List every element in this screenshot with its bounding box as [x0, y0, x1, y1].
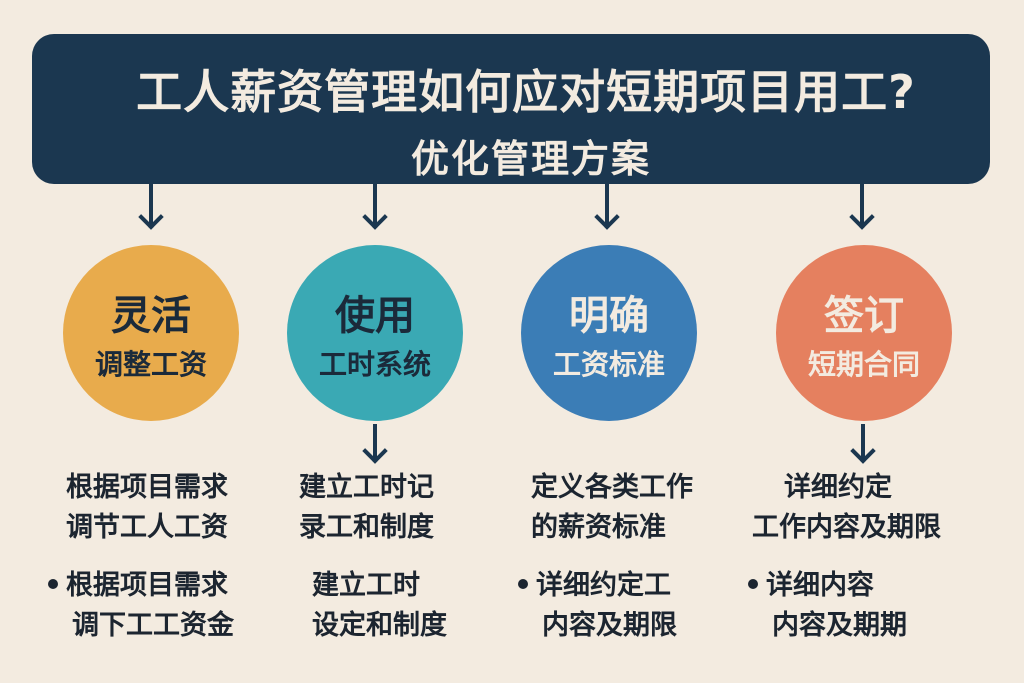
page-title: 工人薪资管理如何应对短期项目用工?: [136, 65, 916, 119]
arrow-down-icon: [850, 424, 876, 464]
strategy-circle-timesheet-system: 使用 工时系统: [287, 245, 463, 421]
strategy-subtitle: 工资标准: [552, 348, 665, 381]
strategy-circle-flexible-pay: 灵活 调整工资: [63, 245, 239, 421]
arrow-down-icon: [362, 184, 388, 230]
strategy-description: 详细约定 工作内容及期限: [752, 472, 941, 543]
arrow-down-icon: [849, 184, 875, 230]
strategy-bullet: 建立工时 设定和制度: [312, 570, 447, 641]
strategy-circle-short-contract: 签订 短期合同: [776, 245, 952, 421]
arrow-down-icon: [362, 424, 388, 464]
strategy-title: 明确: [569, 293, 649, 339]
bullet-icon: [518, 578, 528, 589]
strategy-subtitle: 工时系统: [318, 348, 431, 381]
strategy-subtitle: 短期合同: [807, 348, 920, 381]
strategy-bullet: 根据项目需求 调下工工资金: [48, 566, 234, 646]
strategy-bullet: 详细约定工 内容及期限: [518, 566, 677, 646]
strategy-subtitle: 调整工资: [94, 348, 207, 381]
bullet-icon: [48, 578, 58, 589]
strategy-title: 签订: [824, 293, 904, 339]
strategy-description: 根据项目需求 调节工人工资: [66, 472, 228, 543]
strategy-bullet: 详细内容 内容及期期: [748, 566, 907, 646]
strategy-circle-wage-standard: 明确 工资标准: [521, 245, 697, 421]
strategy-description: 建立工时记 录工和制度: [299, 472, 434, 543]
strategy-title: 灵活: [111, 293, 191, 339]
strategy-title: 使用: [335, 293, 415, 339]
arrow-down-icon: [594, 184, 620, 230]
title-banner: 工人薪资管理如何应对短期项目用工? 优化管理方案: [32, 34, 990, 184]
bullet-icon: [748, 578, 758, 589]
page-subtitle: 优化管理方案: [410, 137, 651, 181]
strategy-description: 定义各类工作 的薪资标准: [531, 472, 693, 543]
arrow-down-icon: [138, 184, 164, 230]
